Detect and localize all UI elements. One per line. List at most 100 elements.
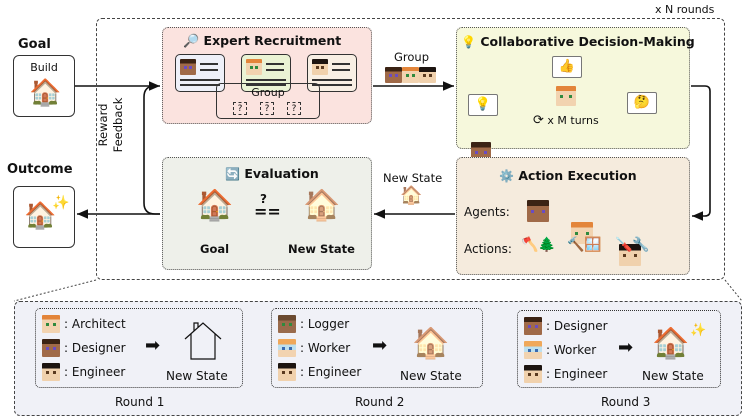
round-3-box: : Designer : Worker : Engineer ➡ 🏠 ✨ New… [517, 310, 721, 388]
expert-card-alex [241, 54, 291, 92]
alex-avatar [571, 222, 593, 244]
agents-label: Agents: [464, 205, 510, 219]
collaborative-title: 💡 Collaborative Decision-Making [461, 34, 695, 49]
group-slot: ? [260, 102, 274, 115]
expert-card-steve [175, 54, 225, 92]
evaluation-panel: 🔄 Evaluation 🏠 ? == 🏠 Goal New State [162, 157, 372, 270]
collaborative-decision-panel: 💡 Collaborative Decision-Making 👍 💡 🤔 ⟳ … [456, 27, 695, 181]
round-2-box: : Logger : Worker : Engineer ➡ 🏠 New Sta… [271, 308, 483, 388]
new-state-label: New State [642, 369, 704, 383]
idea-bubble: 💡 [468, 94, 498, 116]
round-1-label: Round 1 [115, 395, 165, 409]
group-label: Group [251, 86, 285, 99]
reward-feedback-label: Reward Feedback [96, 90, 126, 160]
outcome-title: Outcome [7, 162, 73, 177]
group-slot: ? [233, 102, 247, 115]
damaged-house-icon: 🏠 [412, 326, 450, 361]
screwdriver-wrench-icon: 🪛🔧 [615, 237, 650, 253]
group-avatars [385, 67, 436, 83]
worker-avatar [524, 341, 542, 359]
role-row: : Designer [524, 315, 608, 337]
role-row: : Architect [42, 313, 126, 335]
refresh-icon: 🔄 [225, 167, 240, 181]
sparkles-icon: ✨ [52, 195, 70, 211]
role-row: : Engineer [278, 361, 361, 383]
outcome-box: 🏠 ✨ [13, 186, 75, 248]
zoom-line-right [724, 279, 743, 302]
group-slot: ? [287, 102, 301, 115]
expert-recruitment-title: 🔎 Expert Recruitment [183, 33, 342, 49]
house-icon: 🏠 [24, 201, 57, 231]
actions-label: Actions: [464, 242, 512, 256]
expert-recruitment-panel: 🔎 Expert Recruitment Group ? ? ? [162, 27, 372, 124]
round-3-label: Round 3 [601, 395, 651, 409]
steve-avatar [524, 317, 542, 335]
rounds-label: x N rounds [655, 3, 715, 16]
alex-avatar [42, 315, 60, 333]
worker-avatar [278, 339, 296, 357]
engineer-avatar [312, 59, 328, 75]
new-state-label: New State [288, 242, 355, 256]
arrow-right-icon: ➡ [145, 335, 161, 356]
equals-sign: == [254, 202, 281, 221]
engineer-avatar [278, 363, 296, 381]
question-mark: ? [260, 192, 267, 206]
rounds-detail-frame: : Architect : Designer : Engineer ➡ New … [14, 301, 742, 416]
logger-avatar [278, 315, 296, 333]
thumbs-up-bubble: 👍 [552, 56, 582, 78]
house-icon: 🏠 [29, 78, 62, 108]
goal-house-icon: 🏠 [196, 188, 234, 223]
reward-label: Reward [96, 103, 110, 147]
action-execution-panel: ⚙️ Action Execution Agents: Actions: 🪓🌲 … [456, 157, 690, 275]
new-state-edge-label: New State [383, 171, 443, 185]
empty-house-outline-icon [184, 322, 222, 360]
action-execution-title: ⚙️ Action Execution [499, 168, 637, 183]
thinking-bubble: 🤔 [627, 92, 657, 114]
role-row: : Logger [278, 313, 349, 335]
goal-title: Goal [18, 37, 51, 52]
goal-label: Goal [200, 242, 230, 256]
zoom-line-left [13, 279, 97, 302]
arrow-right-icon: ➡ [618, 337, 634, 358]
role-row: : Engineer [42, 361, 125, 383]
goal-action: Build [30, 61, 58, 74]
new-state-label: New State [166, 369, 228, 383]
role-row: : Worker [278, 337, 350, 359]
group-box: Group ? ? ? [216, 83, 320, 119]
gear-icon: ⚙️ [499, 169, 514, 183]
magnifier-icon: 🔎 [183, 34, 200, 49]
sparkles-icon: ✨ [690, 323, 707, 338]
engineer-avatar [524, 365, 542, 383]
arrow-right-icon: ➡ [372, 335, 388, 356]
role-row: : Worker [524, 339, 596, 361]
collab-to-action-arrow [691, 85, 711, 221]
alex-avatar [556, 86, 576, 106]
steve-avatar [385, 67, 402, 83]
cycle-icon: ⟳ [533, 113, 544, 128]
turns-label: ⟳ x M turns [533, 113, 599, 128]
steve-avatar [42, 339, 60, 357]
house-icon: 🏠 [652, 326, 690, 361]
lightbulb-icon: 💡 [461, 35, 476, 49]
engineer-avatar [419, 67, 436, 83]
expert-card-engineer [307, 54, 357, 92]
axe-tree-icon: 🪓🌲 [521, 237, 556, 253]
rounds-loop-frame [96, 18, 725, 280]
damaged-house-icon: 🏠 [400, 185, 423, 206]
evaluation-title: 🔄 Evaluation [225, 166, 319, 181]
hammer-window-icon: 🔨🪟 [567, 237, 602, 253]
engineer-avatar [619, 244, 641, 266]
alex-avatar [246, 59, 262, 75]
group-edge-label: Group [394, 50, 430, 64]
round-2-label: Round 2 [355, 395, 405, 409]
alex-avatar [402, 67, 419, 83]
new-state-house-icon: 🏠 [303, 188, 341, 223]
engineer-avatar [42, 363, 60, 381]
role-row: : Engineer [524, 363, 607, 385]
round-1-box: : Architect : Designer : Engineer ➡ New … [35, 308, 243, 388]
steve-avatar [180, 59, 196, 75]
new-state-label: New State [400, 369, 462, 383]
feedback-label: Feedback [111, 97, 125, 153]
role-row: : Designer [42, 337, 126, 359]
goal-box: Build 🏠 [13, 55, 75, 117]
